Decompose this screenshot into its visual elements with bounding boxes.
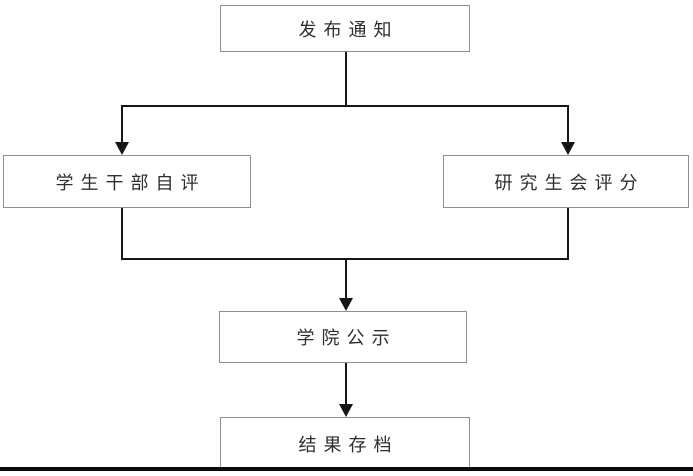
connector-publish-down-line — [345, 52, 347, 106]
arrow-down-icon — [561, 142, 575, 155]
connector-branch-horizontal-line — [121, 105, 569, 107]
node-publish-notice: 发布通知 — [220, 5, 470, 52]
node-college-publicity-label: 学院公示 — [296, 328, 397, 349]
node-grad-union-score-label: 研究生会评分 — [494, 172, 645, 194]
node-grad-union-score: 研究生会评分 — [443, 155, 689, 208]
node-student-self-eval: 学生干部自评 — [3, 155, 251, 208]
node-student-self-eval-label: 学生干部自评 — [55, 172, 206, 194]
node-publish-notice-label: 发布通知 — [298, 19, 399, 41]
arrow-down-icon — [339, 404, 353, 417]
connector-left-rise-line — [121, 208, 123, 260]
connector-left-drop-line — [121, 105, 123, 143]
node-college-publicity: 学院公示 — [219, 311, 467, 363]
connector-right-rise-line — [567, 208, 569, 260]
node-result-archive-label: 结果存档 — [298, 434, 399, 456]
arrow-down-icon — [339, 298, 353, 311]
bottom-edge-rule — [0, 467, 693, 471]
connector-merge-down-line — [345, 258, 347, 299]
connector-publicity-archive-line — [345, 363, 347, 405]
node-result-archive: 结果存档 — [220, 417, 470, 470]
connector-right-drop-line — [567, 105, 569, 143]
arrow-down-icon — [115, 142, 129, 155]
